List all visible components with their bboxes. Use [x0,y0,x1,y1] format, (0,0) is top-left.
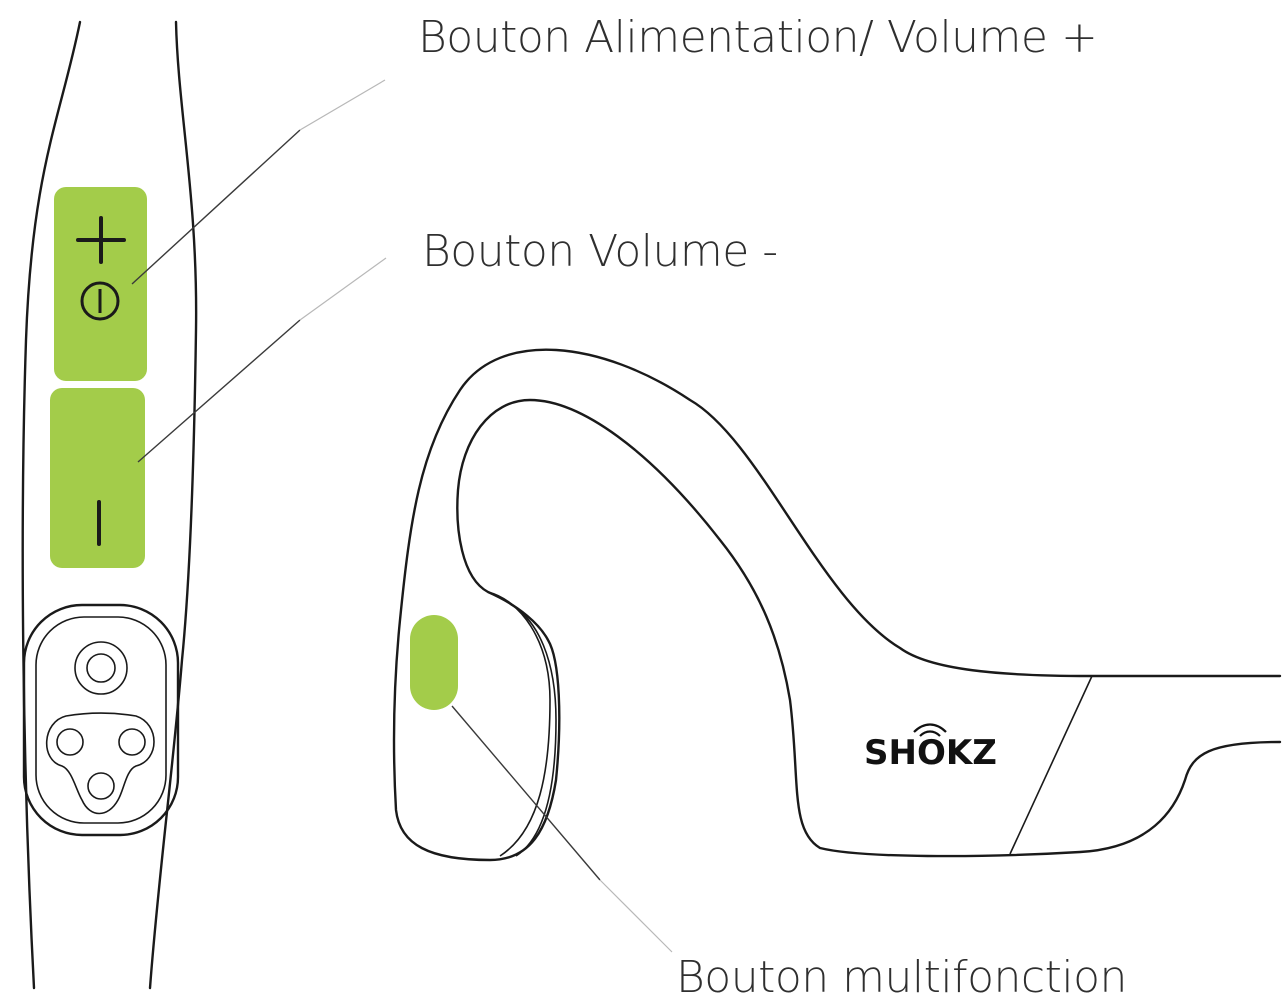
ear-hook-outer [392,348,1282,862]
brand-logo-waves [913,723,947,737]
label-multifunction: Bouton multifonction [676,952,1127,1003]
band-outer-right-edge [148,20,198,990]
multifunction-button [410,615,458,710]
segment-divider [1009,675,1093,855]
label-volume-down: Bouton Volume - [422,226,778,277]
volume-down-button [50,388,145,568]
leader-power-volume-up [131,129,301,285]
headphone-profile-view: SHOKZ [392,348,1282,953]
band-outer-left-edge [21,20,82,990]
band-side-view [21,20,387,990]
leader-volume-down [137,319,301,463]
plus-icon [76,216,126,264]
brand-logo: SHOKZ [864,733,997,773]
ear-pad-edge [487,591,551,857]
charging-port [22,603,180,837]
power-icon [80,281,120,321]
label-power-volume-up: Bouton Alimentation/ Volume + [418,12,1098,63]
leader-multifunction [451,705,601,881]
